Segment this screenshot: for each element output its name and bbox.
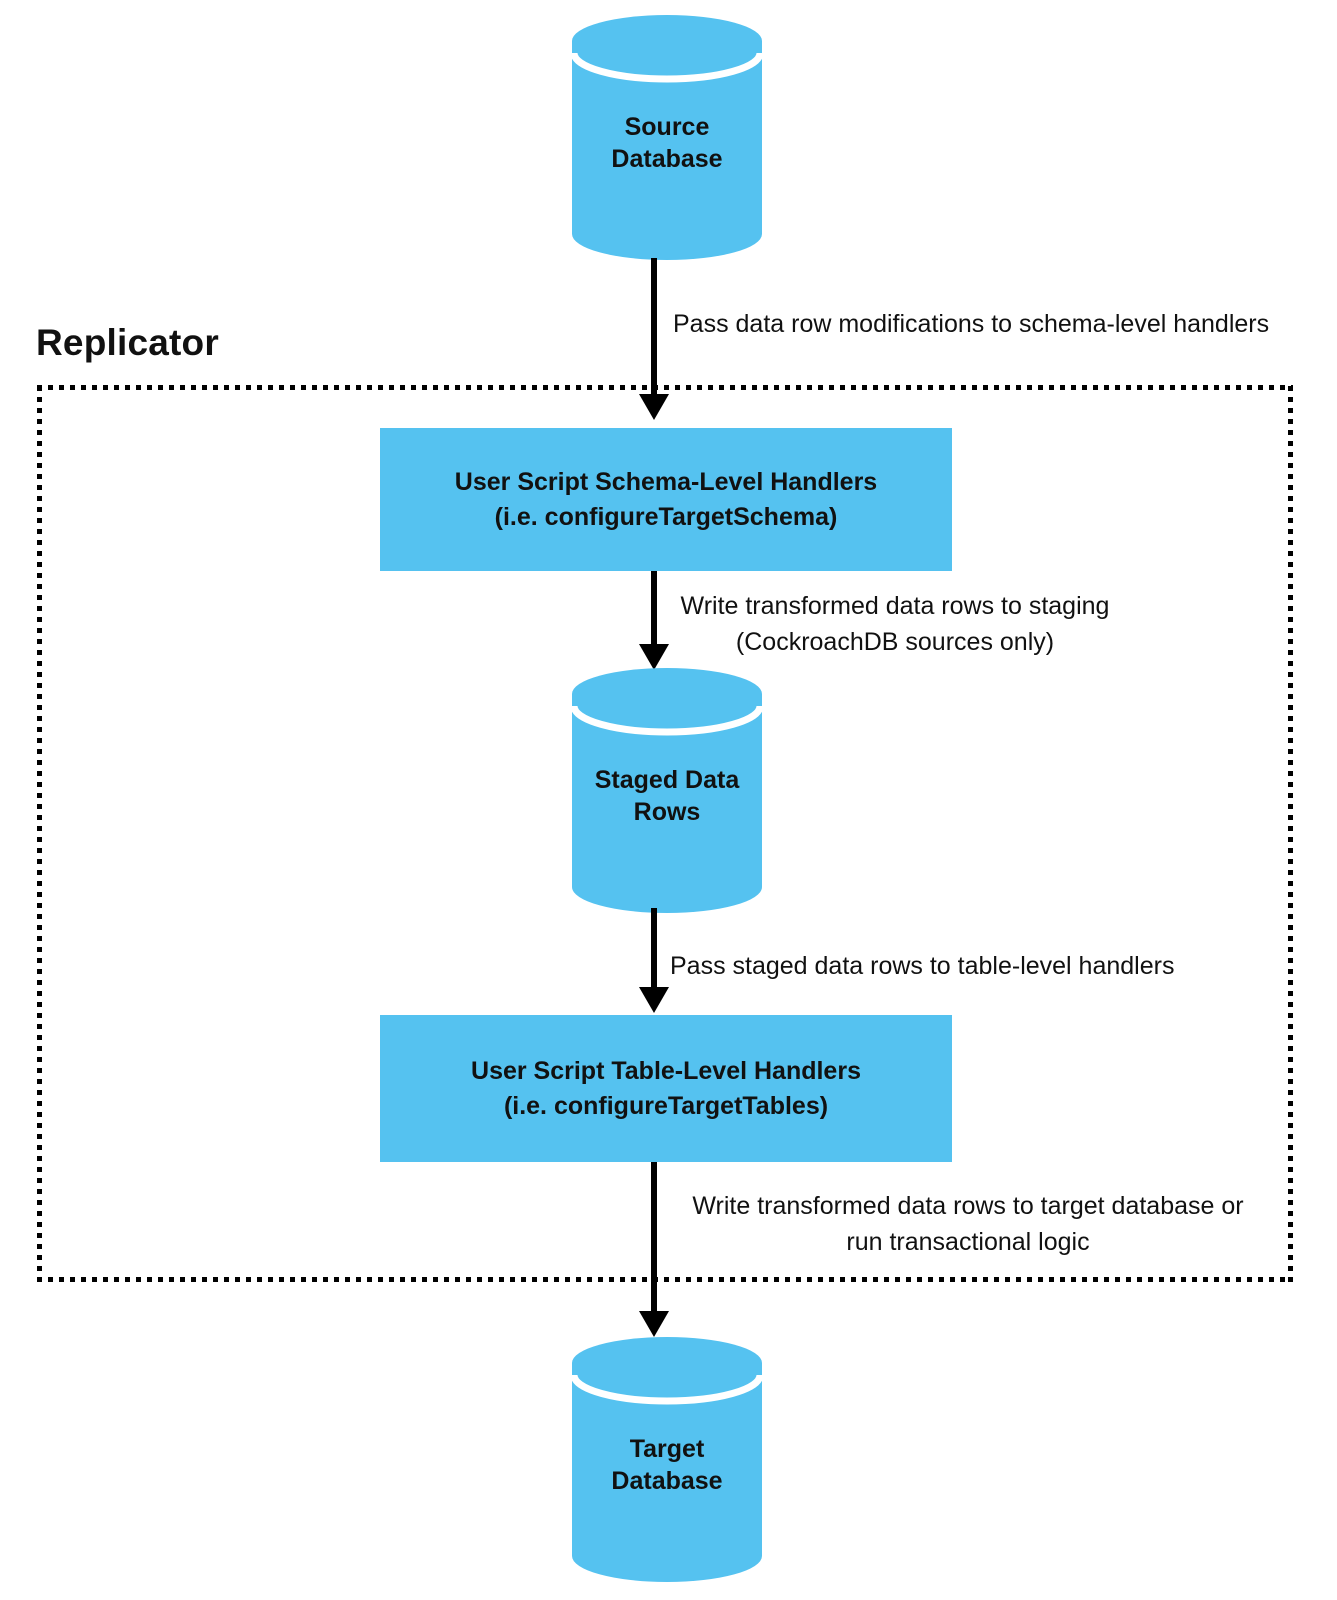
edge-label-table-to-target: Write transformed data rows to target da…: [692, 1192, 1244, 1256]
database-cylinder-icon: [572, 1337, 762, 1582]
arrow-source-to-schema: [639, 258, 669, 420]
arrow-head-icon: [639, 394, 669, 420]
arrow-head-icon: [639, 644, 669, 670]
schema-handlers-node: User Script Schema-Level Handlers (i.e. …: [380, 428, 952, 571]
source-database-label: Source Database: [611, 113, 723, 173]
source-database-node: Source Database: [572, 15, 762, 260]
target-database-node: Target Database: [572, 1337, 762, 1582]
staged-data-rows-node: Staged Data Rows: [572, 668, 762, 913]
schema-handlers-label-line2: (i.e. configureTargetSchema): [494, 502, 838, 531]
edge-label-staged-to-table: Pass staged data rows to table-level han…: [670, 952, 1175, 980]
arrow-schema-to-staged: [639, 571, 669, 670]
arrow-shaft: [651, 1162, 657, 1311]
arrow-staged-to-table: [639, 908, 669, 1013]
edge-label-source-to-schema: Pass data row modifications to schema-le…: [673, 310, 1270, 338]
staged-data-rows-label: Staged Data Rows: [594, 766, 740, 826]
edge-label-schema-to-staged: Write transformed data rows to staging (…: [680, 592, 1110, 656]
arrow-shaft: [651, 571, 657, 644]
arrow-shaft: [651, 908, 657, 987]
arrow-head-icon: [639, 1311, 669, 1337]
schema-handlers-label-line1: User Script Schema-Level Handlers: [454, 467, 878, 496]
target-database-label: Target Database: [611, 1435, 723, 1495]
arrow-head-icon: [639, 987, 669, 1013]
arrow-shaft: [651, 258, 657, 394]
table-handlers-label-line2: (i.e. configureTargetTables): [503, 1091, 829, 1120]
replicator-group-label: Replicator: [36, 322, 219, 363]
database-cylinder-icon: [572, 668, 762, 913]
table-handlers-node: User Script Table-Level Handlers (i.e. c…: [380, 1015, 952, 1162]
database-cylinder-icon: [572, 15, 762, 260]
table-handlers-label-line1: User Script Table-Level Handlers: [471, 1056, 861, 1085]
arrow-table-to-target: [639, 1162, 669, 1337]
